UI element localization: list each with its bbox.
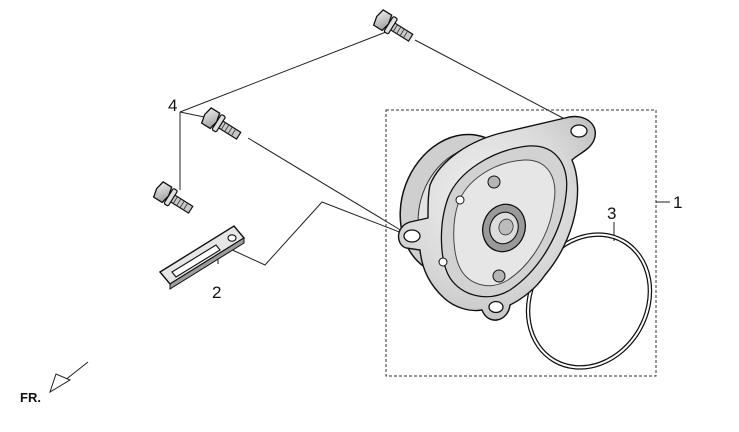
callout-1: 1 xyxy=(673,193,682,212)
pump-housing xyxy=(397,115,596,321)
front-direction-label: FR. xyxy=(20,390,41,405)
front-direction-arrow-icon xyxy=(49,361,89,394)
bolt-lower xyxy=(152,181,194,214)
leader-lines xyxy=(179,31,670,266)
callout-4: 4 xyxy=(168,96,177,115)
callout-2: 2 xyxy=(212,283,221,302)
bolt-top xyxy=(372,9,414,42)
assembly-boundary-box xyxy=(385,109,657,377)
slotted-plate xyxy=(158,225,246,290)
bolt-middle xyxy=(200,107,242,140)
callout-3: 3 xyxy=(607,204,616,223)
